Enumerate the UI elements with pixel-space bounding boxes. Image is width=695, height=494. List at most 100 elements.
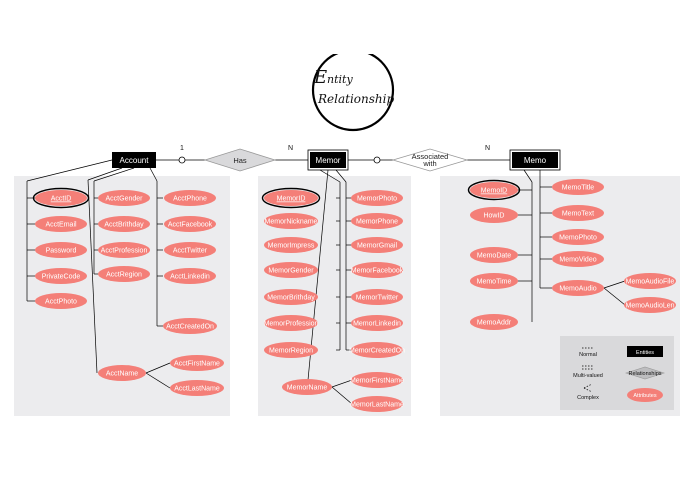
primary-key-outline <box>32 187 90 209</box>
title-line1: ntity <box>327 73 353 86</box>
attribute-ellipse <box>282 379 332 395</box>
entity-label: Memo <box>524 156 547 165</box>
entity-memo: Memo <box>509 149 561 171</box>
legend-attributes: Attributes <box>633 393 656 399</box>
attribute-ellipse <box>264 342 318 358</box>
attribute-memorname: MemorName <box>282 379 332 395</box>
attribute-label: MemoAudioLen <box>625 303 674 310</box>
attribute-label: MemoVideo <box>559 257 596 264</box>
attribute-label: MemorFirstName <box>350 378 404 385</box>
attribute-ellipse <box>470 182 518 198</box>
legend: Normal Multi-valued Complex Entities Rel… <box>560 336 674 410</box>
attribute-memotext: MemoText <box>552 205 604 221</box>
attribute-label: AcctLastName <box>174 386 220 393</box>
optional-marker <box>373 156 381 164</box>
entity-label: Account <box>120 156 150 165</box>
attribute-label: AcctTwitter <box>173 248 208 255</box>
attribute-label: MemorCreatedOn <box>349 348 405 355</box>
attribute-label: MemorTwitter <box>356 295 399 302</box>
attribute-memorphone: MemorPhone <box>351 213 403 229</box>
cardinality-1: 1 <box>180 145 184 152</box>
memo-connectors <box>516 169 626 322</box>
attribute-memotitle: MemoTitle <box>552 179 604 195</box>
attribute-acctregion: AcctRegion <box>98 266 150 282</box>
attribute-label: AcctID <box>51 196 72 203</box>
attribute-memorid: MemorID <box>261 187 321 209</box>
attribute-label: AcctPhone <box>173 196 207 203</box>
attribute-acctgender: AcctGender <box>98 190 150 206</box>
attribute-label: MemoAudioFile <box>626 279 675 286</box>
attribute-ellipse <box>170 380 224 396</box>
attribute-ellipse <box>351 396 403 412</box>
legend-attribute-swatch <box>627 388 663 402</box>
attribute-ellipse <box>264 289 318 305</box>
attribute-accttwitter: AcctTwitter <box>164 242 216 258</box>
attribute-ellipse <box>470 314 518 330</box>
attribute-ellipse <box>163 318 217 334</box>
attribute-label: AcctProfession <box>101 248 148 255</box>
attribute-label: AcctName <box>106 371 138 378</box>
attribute-label: AcctGender <box>106 196 144 203</box>
attribute-acctid: AcctID <box>32 187 90 209</box>
attribute-ellipse <box>470 247 518 263</box>
attribute-ellipse <box>351 262 403 278</box>
attribute-acctlinkedin: AcctLinkedin <box>164 268 216 284</box>
attribute-ellipse <box>98 190 150 206</box>
account-connectors <box>26 159 171 389</box>
attribute-memorgmail: MemorGmail <box>351 237 403 253</box>
relationship-associated-with: Associated with <box>391 148 469 172</box>
attribute-layer: AcctIDAcctEmailPasswordPrivateCodeAcctPh… <box>32 179 676 412</box>
attribute-label: AcctLinkedin <box>170 274 210 281</box>
legend-complex: Complex <box>577 395 599 401</box>
attribute-acctname: AcctName <box>98 365 146 381</box>
attribute-memorimpress: MemorImpress <box>264 237 318 253</box>
attribute-ellipse <box>98 365 146 381</box>
attribute-ellipse <box>98 242 150 258</box>
attribute-ellipse <box>264 315 318 331</box>
attribute-ellipse <box>164 268 216 284</box>
attribute-ellipse <box>35 190 87 206</box>
attribute-acctlastname: AcctLastName <box>170 380 224 396</box>
entity-memor: Memor <box>307 149 349 171</box>
attribute-ellipse <box>470 207 518 223</box>
memor-connectors <box>307 169 353 405</box>
attribute-ellipse <box>351 237 403 253</box>
attribute-acctbrithday: AcctBrithday <box>98 216 150 232</box>
attribute-memodate: MemoDate <box>470 247 518 263</box>
attribute-label: MemorPhoto <box>357 196 397 203</box>
attribute-ellipse <box>624 273 676 289</box>
optional-marker <box>178 156 186 164</box>
attribute-memophoto: MemoPhoto <box>552 229 604 245</box>
attribute-memorgender: MemorGender <box>264 262 318 278</box>
attribute-ellipse <box>552 280 604 296</box>
attribute-ellipse <box>552 205 604 221</box>
attribute-memorfacebook: MemorFacebook <box>351 262 404 278</box>
attribute-ellipse <box>164 242 216 258</box>
attribute-ellipse <box>351 213 403 229</box>
attribute-memorphoto: MemorPhoto <box>351 190 403 206</box>
attribute-label: MemorBrithday <box>267 295 315 302</box>
attribute-label: AcctBrithday <box>104 222 144 229</box>
attribute-memorbrithday: MemorBrithday <box>264 289 318 305</box>
attribute-label: MemorNickname <box>265 219 318 226</box>
attribute-privatecode: PrivateCode <box>35 268 87 284</box>
legend-normal: Normal <box>579 352 597 358</box>
title-line2: Relationship <box>317 92 394 106</box>
attribute-howid: HowID <box>470 207 518 223</box>
attribute-memorlastname: MemorLastName <box>350 396 404 412</box>
relationship-has: Has <box>203 148 277 172</box>
attribute-ellipse <box>98 216 150 232</box>
relationship-label: with <box>422 159 436 168</box>
attribute-label: MemorID <box>277 196 306 203</box>
attribute-ellipse <box>351 372 403 388</box>
attribute-acctfacebook: AcctFacebook <box>164 216 216 232</box>
attribute-memoaudio: MemoAudio <box>552 280 604 296</box>
attribute-memorcreatedon: MemorCreatedOn <box>349 342 405 358</box>
attribute-ellipse <box>624 297 676 313</box>
attribute-label: MemoTitle <box>562 185 595 192</box>
attribute-acctfirstname: AcctFirstName <box>170 355 224 371</box>
attribute-ellipse <box>35 268 87 284</box>
attribute-memorfirstname: MemorFirstName <box>350 372 404 388</box>
attribute-ellipse <box>98 266 150 282</box>
